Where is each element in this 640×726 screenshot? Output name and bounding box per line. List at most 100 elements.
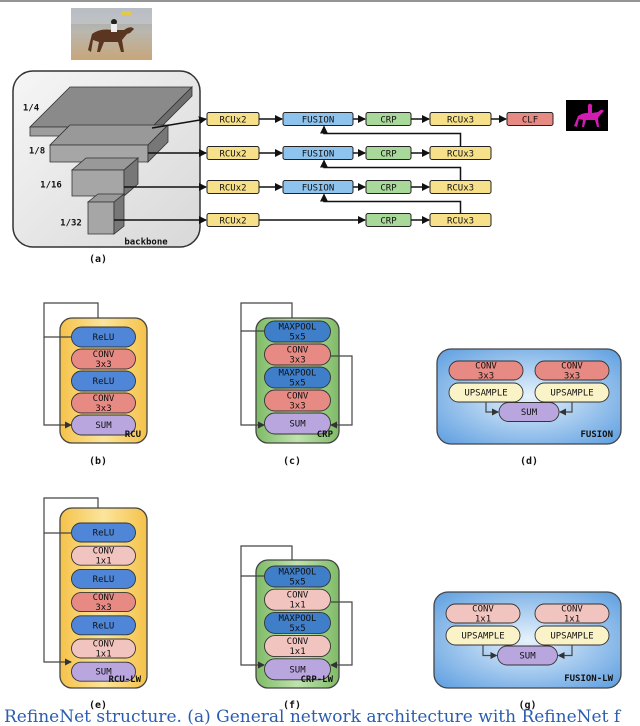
- block-label: UPSAMPLE: [550, 389, 593, 399]
- right-to-sum-arrow: [557, 645, 573, 659]
- scale-label-1: 1/4: [23, 104, 40, 114]
- block-fusion-row-1: FUSION: [282, 112, 354, 126]
- crp-skip-outer: [240, 545, 293, 577]
- panel-name: FUSION: [580, 430, 613, 440]
- block-fusion-row-3: FUSION: [282, 180, 354, 194]
- block-label: ReLU: [93, 333, 115, 343]
- panel-name: RCU-LW: [108, 675, 141, 685]
- block-rcux3-row-2: RCUx3: [429, 146, 492, 160]
- skip-connection: [43, 302, 99, 338]
- upsample-path-3: [320, 193, 462, 214]
- output-mask: [566, 100, 608, 131]
- block-rcux3-row-1: RCUx3: [429, 112, 492, 126]
- block-crp-row-2: CRP: [365, 146, 412, 160]
- caption-g: (g): [518, 700, 536, 711]
- scale-label-4: 1/32: [60, 219, 82, 229]
- crp-skip-outer: [240, 302, 293, 332]
- crp-skip-outer-return: [240, 331, 265, 429]
- block-label: FUSION: [302, 184, 335, 194]
- sum-label: SUM: [519, 652, 536, 662]
- footer-caption: RefineNet structure. (a) General network…: [4, 707, 622, 726]
- block-sum-5: SUM: [71, 414, 136, 436]
- block-label: FUSION: [302, 116, 335, 126]
- right-to-sum-arrow: [559, 402, 573, 416]
- block-label: CRP: [380, 184, 397, 194]
- caption-f: (f): [283, 700, 301, 711]
- crp-skip-inner: [330, 601, 353, 669]
- block-label: ReLU: [93, 575, 115, 585]
- block-label: SUM: [289, 665, 306, 675]
- block-label: RCUx2: [219, 184, 246, 194]
- left-to-sum-arrow: [485, 402, 499, 416]
- block-clf-row-1: CLF: [506, 112, 554, 126]
- block-crp-row-3: CRP: [365, 180, 412, 194]
- block-relu-3: ReLU: [71, 370, 136, 392]
- right-block-upsample: UPSAMPLE: [534, 625, 610, 646]
- block-crp-row-4: CRP: [365, 213, 412, 227]
- block-rcux2-row-2: RCUx2: [206, 146, 260, 160]
- left-to-sum-arrow: [482, 645, 498, 659]
- sum-label: SUM: [521, 408, 538, 418]
- upsample-path-1: [320, 125, 462, 147]
- block-label: RCUx2: [219, 217, 246, 227]
- block-label: FUSION: [302, 150, 335, 160]
- block-label: ReLU: [93, 377, 115, 387]
- panel-name: CRP-LW: [300, 675, 333, 685]
- block-label: RCUx3: [447, 184, 474, 194]
- block-label: ReLU: [93, 621, 115, 631]
- block-rcux2-row-3: RCUx2: [206, 180, 260, 194]
- block-label: CRP: [380, 116, 397, 126]
- sum-block: SUM: [497, 645, 558, 666]
- block-relu-5: ReLU: [71, 615, 136, 636]
- block-sum-5: SUM: [264, 412, 331, 435]
- block-label: SUM: [289, 420, 306, 430]
- block-label: CRP: [380, 150, 397, 160]
- block-label: CRP: [380, 217, 397, 227]
- skip-connection-return: [43, 337, 72, 429]
- backbone-pyramid: [29, 86, 193, 235]
- left-block-upsample: UPSAMPLE: [445, 625, 521, 646]
- skip-connection: [43, 497, 99, 534]
- block-label: ReLU: [93, 529, 115, 539]
- input-photo: [71, 8, 152, 60]
- block-label: UPSAMPLE: [550, 632, 593, 642]
- block-rcux2-row-1: RCUx2: [206, 112, 260, 126]
- block-label: RCUx2: [219, 150, 246, 160]
- block-label: UPSAMPLE: [464, 389, 507, 399]
- block-rcux3-row-3: RCUx3: [429, 180, 492, 194]
- caption-c: (c): [283, 456, 301, 467]
- block-label: RCUx3: [447, 150, 474, 160]
- panel-name: FUSION-LW: [564, 674, 613, 684]
